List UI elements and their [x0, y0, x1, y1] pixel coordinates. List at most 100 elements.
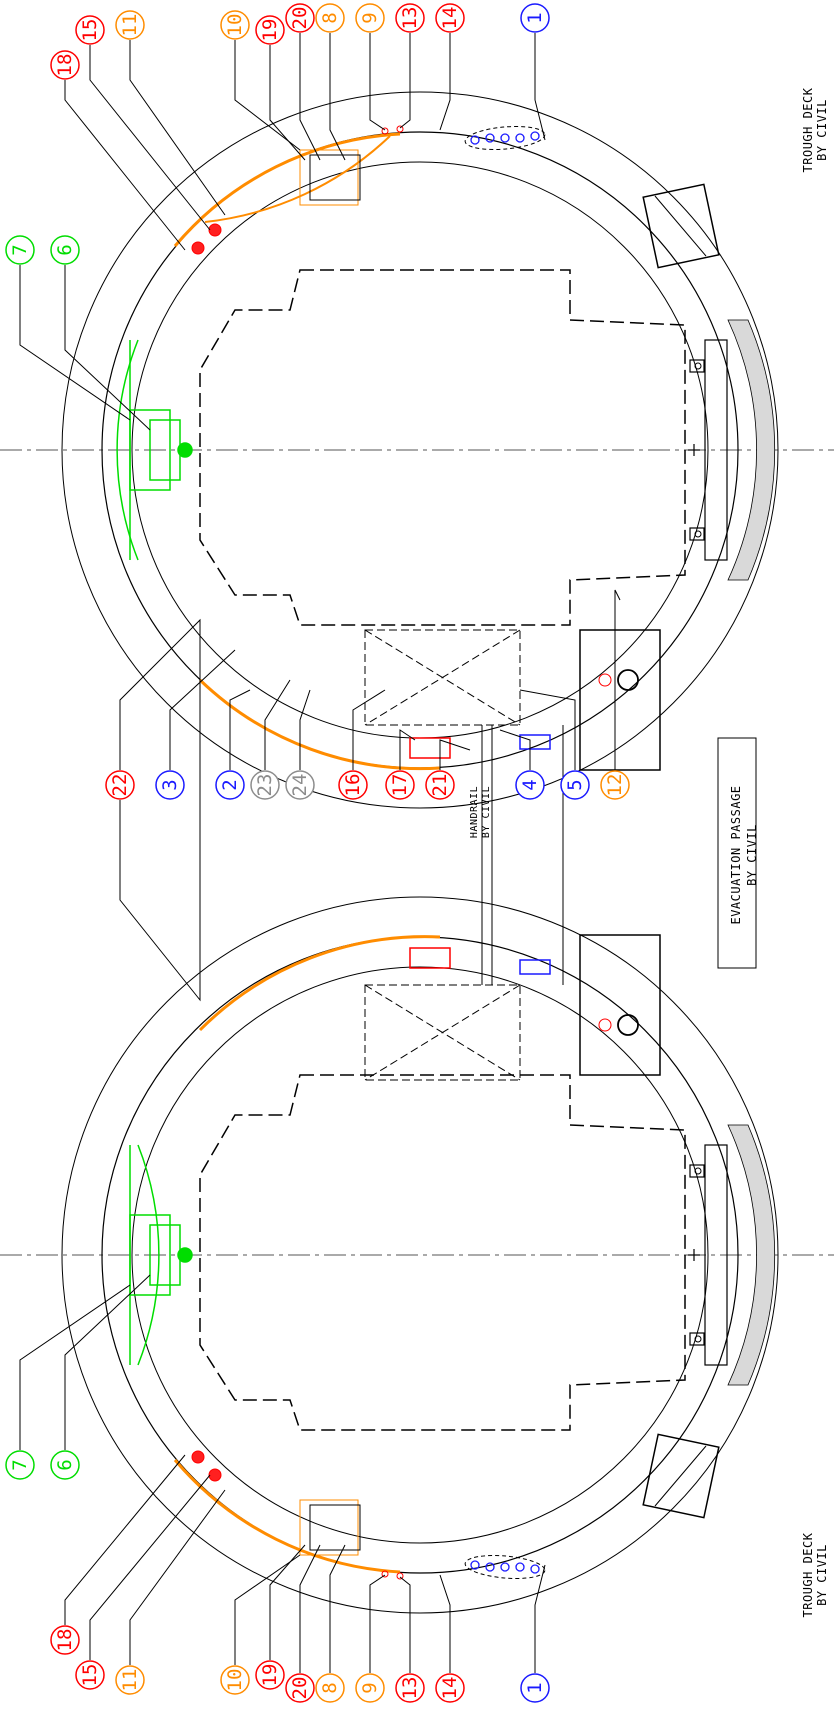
lower-leader-20 — [299, 1544, 321, 1673]
upper-cable-tray-arc-upper — [204, 135, 391, 223]
lower-callout-label-9: 9 — [359, 1682, 381, 1693]
lower-callout-label-8: 8 — [319, 1682, 341, 1693]
middle-callout-label-5: 5 — [564, 779, 586, 790]
upper-cable-cluster-1 — [464, 126, 546, 150]
middle-callout-circle-4 — [515, 770, 545, 800]
lower-callout-label-13: 13 — [399, 1677, 421, 1700]
upper-callout-circle-6 — [50, 235, 80, 265]
lower-callout-7: 7 — [5, 1450, 35, 1480]
upper-callout-circle-19 — [255, 15, 285, 45]
lower-pump-unit — [598, 1014, 639, 1036]
upper-callout-20: 20 — [285, 3, 315, 33]
lower-callout-circle-9 — [355, 1673, 385, 1703]
upper-callout-label-10: 10 — [224, 14, 246, 37]
cross-passage-blue-device-lower — [519, 959, 551, 975]
middle-callout-label-2: 2 — [219, 779, 241, 790]
upper-leader-9 — [369, 33, 386, 131]
upper-callout-label-18: 18 — [54, 54, 76, 77]
upper-callout-6: 6 — [50, 235, 80, 265]
lower-callout-label-1: 1 — [524, 1682, 546, 1693]
middle-callout-circle-16 — [338, 770, 368, 800]
lower-leader-15 — [89, 1474, 211, 1660]
lower-leader-10 — [234, 1554, 301, 1665]
lower-callout-19: 19 — [255, 1660, 285, 1690]
middle-callout-label-12: 12 — [604, 774, 626, 797]
upper-callout-circle-15 — [75, 15, 105, 45]
lower-callout-14: 14 — [435, 1673, 465, 1703]
leader-lines — [19, 33, 621, 1673]
upper-leader-6 — [64, 265, 151, 431]
middle-callout-2: 2 — [215, 770, 245, 800]
middle-callout-circle-5 — [560, 770, 590, 800]
upper-cable-glyphs-1 — [470, 131, 540, 145]
upper-callout-circle-13 — [395, 3, 425, 33]
lower-leader-9 — [369, 1574, 386, 1673]
upper-callout-14: 14 — [435, 3, 465, 33]
lower-callout-circle-6 — [50, 1450, 80, 1480]
upper-red-fittings — [191, 125, 404, 255]
middle-leader-5 — [519, 689, 576, 770]
upper-callout-10: 10 — [220, 10, 250, 40]
upper-callout-label-7: 7 — [9, 244, 31, 255]
upper-trough-deck-box — [642, 183, 720, 269]
middle-leader-22 — [119, 618, 201, 1002]
lower-cable-cluster-1 — [464, 1555, 546, 1579]
note-trough-deck-top-line1: TROUGH DECK — [801, 87, 815, 172]
upper-callout-circle-20 — [285, 3, 315, 33]
upper-callout-label-6: 6 — [54, 244, 76, 255]
upper-kinematic-envelope — [199, 269, 686, 626]
lower-leader-13 — [399, 1576, 411, 1673]
lower-callout-circle-15 — [75, 1660, 105, 1690]
lower-rail-left — [689, 1164, 705, 1178]
upper-callout-label-9: 9 — [359, 12, 381, 23]
lower-callout-circle-7 — [5, 1450, 35, 1480]
lower-red-cabinet — [409, 947, 451, 969]
lower-red-fittings — [191, 1450, 404, 1580]
lower-cable-tray-arc-top — [198, 935, 441, 1032]
upper-callout-19: 19 — [255, 15, 285, 45]
lower-invert-fill — [727, 1124, 776, 1386]
lower-callout-label-10: 10 — [224, 1669, 246, 1692]
lower-tunnel-inner-ring — [131, 966, 709, 1544]
lower-callout-circle-14 — [435, 1673, 465, 1703]
lower-kinematic-envelope — [199, 1074, 686, 1431]
upper-pump-unit — [598, 669, 639, 691]
upper-callout-label-1: 1 — [524, 12, 546, 23]
upper-callout-circle-9 — [355, 3, 385, 33]
upper-callout-label-20: 20 — [289, 7, 311, 30]
upper-green-luminaire — [116, 339, 193, 561]
lower-track-slab — [704, 1144, 728, 1366]
lower-tunnel-outer-ring — [61, 896, 779, 1614]
middle-leader-24 — [299, 689, 311, 770]
lower-cable-glyphs-1 — [470, 1560, 540, 1574]
note-trough-deck-bottom: TROUGH DECK BY CIVIL — [801, 1532, 829, 1617]
middle-callout-circle-2 — [215, 770, 245, 800]
lower-leader-8 — [329, 1544, 346, 1673]
lower-callout-circle-20 — [285, 1673, 315, 1703]
upper-tunnel — [0, 91, 834, 809]
lower-green-luminaire — [129, 1144, 193, 1366]
upper-callout-11: 11 — [115, 10, 145, 40]
middle-leader-23 — [264, 679, 291, 770]
middle-leader-4 — [499, 729, 531, 770]
middle-callout-circle-21 — [425, 770, 455, 800]
middle-callout-16: 16 — [338, 770, 368, 800]
lower-trough-deck-box — [642, 1433, 720, 1519]
lower-callout-circle-10 — [220, 1665, 250, 1695]
lower-callout-circle-19 — [255, 1660, 285, 1690]
middle-callout-label-17: 17 — [389, 774, 411, 797]
lower-callout-1: 1 — [520, 1673, 550, 1703]
lower-callout-label-7: 7 — [9, 1459, 31, 1470]
upper-leader-19 — [269, 45, 306, 161]
lower-cable-tray-arc-bottom — [173, 1459, 401, 1574]
middle-callout-24: 24 — [285, 770, 315, 800]
upper-callout-label-8: 8 — [319, 12, 341, 23]
upper-callout-circle-1 — [520, 3, 550, 33]
upper-callout-circle-10 — [220, 10, 250, 40]
middle-callout-12: 12 — [600, 770, 630, 800]
note-trough-deck-top: TROUGH DECK BY CIVIL — [801, 87, 829, 172]
middle-leader-21 — [439, 739, 471, 770]
upper-callout-circle-14 — [435, 3, 465, 33]
lower-tunnel — [0, 896, 834, 1614]
